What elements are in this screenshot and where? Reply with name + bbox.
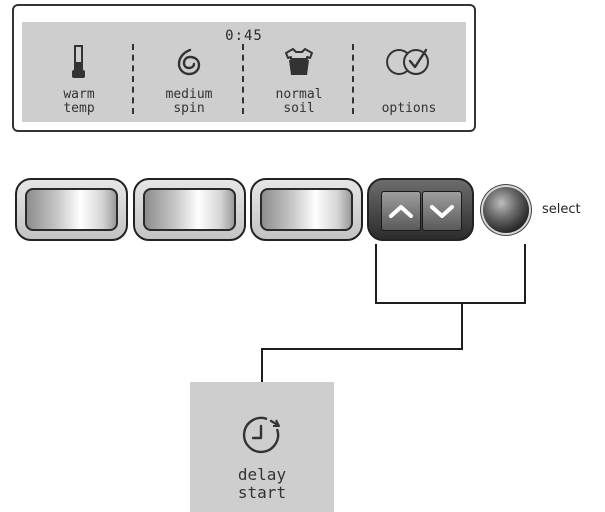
thermometer-icon	[28, 42, 130, 82]
delay-clock-icon	[242, 416, 280, 454]
connector-line	[375, 244, 377, 304]
setting-spin: medium spin	[138, 40, 240, 120]
delay-label-line2: start	[237, 483, 287, 502]
setting-options: options	[358, 40, 460, 120]
setting-spin-line2: spin	[173, 101, 205, 116]
setting-temp-line2: temp	[63, 101, 95, 116]
setting-temp-line1: warm	[63, 87, 95, 102]
cycle-time: 0:45	[225, 28, 263, 44]
connector-line	[524, 244, 526, 304]
options-check-icon	[358, 42, 460, 82]
soil-button[interactable]	[250, 178, 363, 241]
setting-soil-line2: soil	[283, 101, 315, 116]
shirt-in-tub-icon	[248, 42, 350, 82]
setting-options-line2: options	[381, 101, 437, 116]
divider	[242, 44, 244, 114]
arrow-up-icon	[389, 205, 413, 218]
button-face	[260, 188, 353, 231]
delay-label-line1: delay	[237, 465, 287, 484]
arrow-down-icon	[430, 205, 454, 218]
connector-line	[375, 302, 526, 304]
select-label: select	[542, 202, 581, 217]
button-face	[25, 188, 118, 231]
arrow-down-button[interactable]	[422, 191, 462, 231]
arrow-up-button[interactable]	[381, 191, 421, 231]
temp-button[interactable]	[15, 178, 128, 241]
connector-line	[261, 348, 263, 382]
setting-temp: warm temp	[28, 40, 130, 120]
select-knob[interactable]	[483, 187, 529, 233]
button-face	[143, 188, 236, 231]
delay-start-panel: delay start	[190, 382, 334, 512]
divider	[132, 44, 134, 114]
options-arrow-button	[367, 178, 474, 241]
setting-spin-line1: medium	[165, 87, 213, 102]
spin-spiral-icon	[138, 42, 240, 82]
connector-line	[461, 302, 463, 350]
display-screen: 0:45 warm temp medium spin	[22, 22, 466, 122]
setting-soil: normal soil	[248, 40, 350, 120]
divider	[352, 44, 354, 114]
setting-soil-line1: normal	[275, 87, 323, 102]
spin-button[interactable]	[133, 178, 246, 241]
connector-line	[261, 348, 463, 350]
